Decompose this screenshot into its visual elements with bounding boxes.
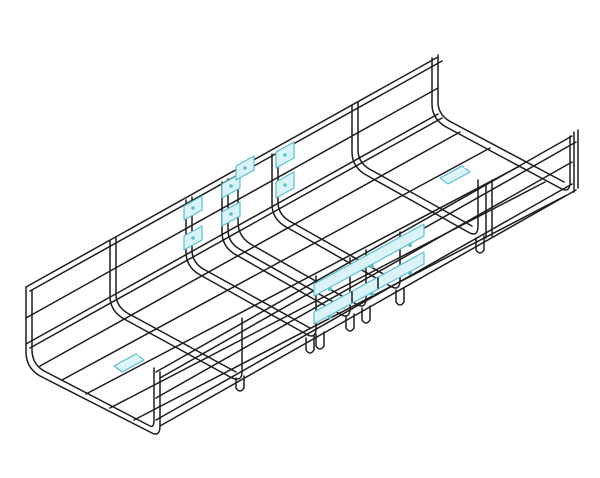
cross-wires <box>25 54 571 435</box>
splice-plate <box>183 173 241 251</box>
back-wall <box>25 56 443 349</box>
joint-clip <box>235 155 255 181</box>
floor-loops <box>235 235 485 392</box>
tray-floor <box>39 131 566 421</box>
accessories <box>113 141 471 373</box>
splice-plate <box>313 223 425 325</box>
floor-clip <box>113 353 145 373</box>
joint-clip <box>275 141 295 199</box>
floor-clip <box>439 165 471 185</box>
